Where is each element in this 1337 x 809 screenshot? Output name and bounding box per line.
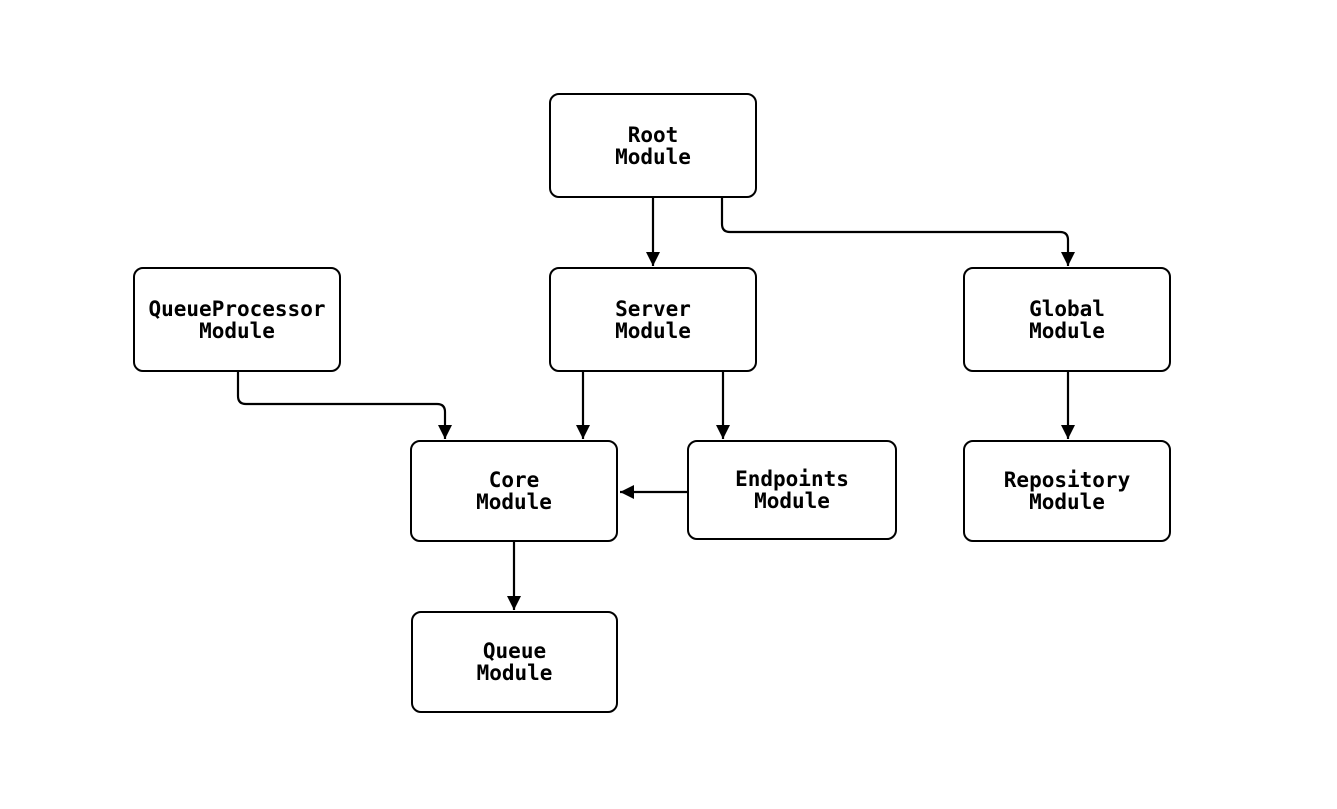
node-root-module: Root Module: [549, 93, 757, 198]
node-repository-module: Repository Module: [963, 440, 1171, 542]
node-label: Core: [488, 468, 540, 492]
node-label: Global: [1029, 296, 1105, 321]
edge-queueprocessor-to-core: [236, 371, 452, 439]
node-queue-module: Queue Module: [411, 611, 618, 713]
node-queueprocessor-module: QueueProcessor Module: [133, 267, 341, 372]
node-endpoints-module: Endpoints Module: [687, 440, 897, 540]
node-label: Module: [1029, 318, 1105, 343]
node-label: Queue: [482, 639, 547, 663]
node-label: Module: [615, 318, 691, 343]
node-server-module: Server Module: [549, 267, 757, 372]
node-label: Module: [615, 144, 691, 169]
node-label: QueueProcessor: [148, 296, 326, 321]
edge-root-to-global: [720, 197, 1075, 266]
node-label: Module: [476, 490, 552, 514]
node-label: Module: [199, 318, 275, 343]
node-core-module: Core Module: [410, 440, 618, 542]
node-label: Repository: [1003, 468, 1131, 492]
node-label: Module: [754, 489, 830, 513]
node-label: Module: [1029, 490, 1105, 514]
node-label: Root: [627, 122, 679, 147]
node-label: Endpoints: [735, 467, 849, 491]
node-label: Module: [476, 661, 553, 685]
node-global-module: Global Module: [963, 267, 1171, 372]
node-label: Server: [615, 296, 691, 321]
